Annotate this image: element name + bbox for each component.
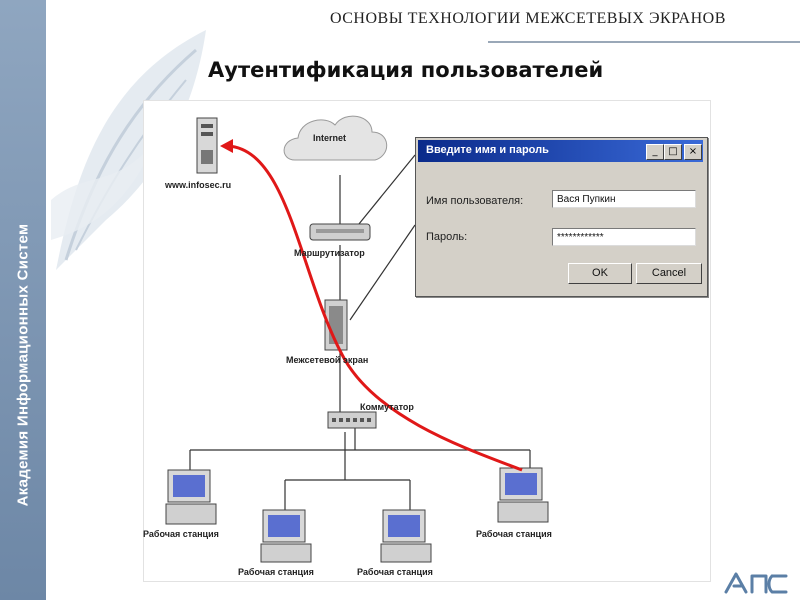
workstation-label-2: Рабочая станция: [238, 567, 314, 577]
internet-cloud-icon: [283, 115, 388, 161]
authentication-path-arrowhead: [220, 139, 233, 153]
workstation-icon-3: [380, 509, 432, 563]
workstation-label-4: Рабочая станция: [476, 529, 552, 539]
cancel-button[interactable]: Cancel: [636, 263, 702, 284]
dialog-title: Введите имя и пароль: [426, 144, 549, 156]
username-label: Имя пользователя:: [426, 195, 524, 207]
firewall-label: Межсетевой экран: [286, 355, 369, 365]
switch-label: Коммутатор: [360, 402, 414, 412]
workstation-icon-1: [165, 469, 217, 525]
internet-label: Internet: [313, 133, 347, 143]
username-field[interactable]: Вася Пупкин: [552, 190, 696, 208]
password-field[interactable]: ************: [552, 228, 696, 246]
dialog-title-bar[interactable]: Введите имя и пароль _ □ ×: [418, 140, 703, 162]
ais-logo: [724, 572, 788, 594]
maximize-icon[interactable]: □: [664, 144, 682, 160]
router-label: Маршрутизатор: [294, 248, 365, 258]
header-title: ОСНОВЫ ТЕХНОЛОГИИ МЕЖСЕТЕВЫХ ЭКРАНОВ: [330, 10, 726, 27]
ok-button[interactable]: OK: [568, 263, 632, 284]
workstation-label-1: Рабочая станция: [143, 529, 219, 539]
server-icon: [196, 117, 218, 174]
minimize-icon[interactable]: _: [646, 144, 664, 160]
workstation-icon-2: [260, 509, 312, 563]
close-icon[interactable]: ×: [684, 144, 702, 160]
authentication-path-arrow: [227, 144, 523, 472]
workstation-label-3: Рабочая станция: [357, 567, 433, 577]
login-dialog: Введите имя и пароль _ □ × Имя пользоват…: [415, 137, 708, 297]
switch-icon: [327, 411, 377, 429]
slide-title: Аутентификация пользователей: [208, 58, 604, 82]
router-icon: [309, 223, 371, 241]
sidebar-band: Академия Информационных Систем: [0, 0, 46, 600]
header-divider: [488, 41, 800, 43]
server-label: www.infosec.ru: [165, 180, 232, 190]
password-label: Пароль:: [426, 231, 468, 243]
workstation-icon-4: [497, 467, 549, 523]
butterfly-wing-decoration: [51, 30, 206, 270]
